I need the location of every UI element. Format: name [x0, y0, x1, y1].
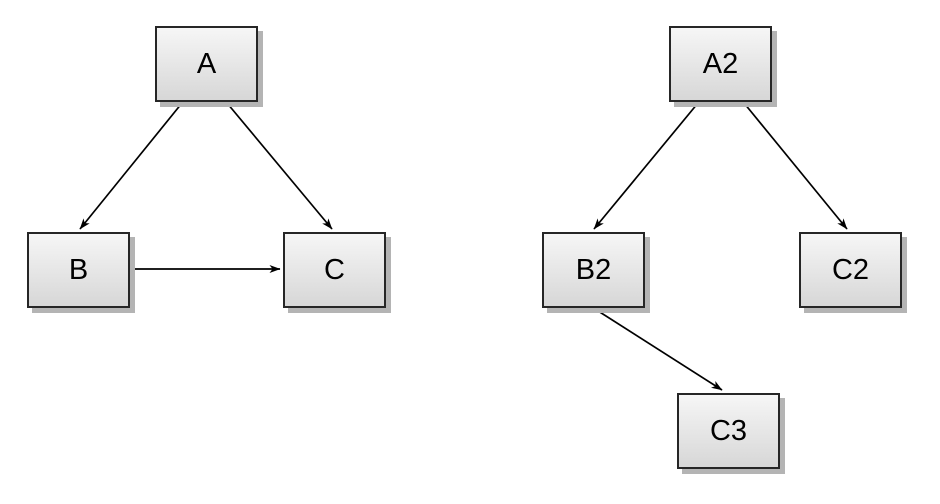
edge-A-C [226, 102, 333, 230]
edge-A-B [79, 102, 183, 230]
node-A2-label: A2 [702, 47, 739, 80]
node-C-label: C [324, 253, 345, 286]
node-A-label: A [196, 47, 217, 80]
node-B2[interactable]: B2 [542, 232, 645, 308]
node-B-label: B [68, 253, 89, 286]
node-C3[interactable]: C3 [677, 393, 780, 469]
node-C2[interactable]: C2 [799, 232, 902, 308]
node-A2[interactable]: A2 [669, 26, 772, 102]
node-C3-label: C3 [709, 414, 748, 447]
edge-A2-B2 [593, 102, 699, 230]
edge-B2-C3 [594, 308, 723, 391]
node-C[interactable]: C [283, 232, 386, 308]
node-A[interactable]: A [155, 26, 258, 102]
node-B[interactable]: B [27, 232, 130, 308]
node-C2-label: C2 [831, 253, 870, 286]
node-B2-label: B2 [575, 253, 612, 286]
edge-A2-C2 [743, 102, 848, 230]
